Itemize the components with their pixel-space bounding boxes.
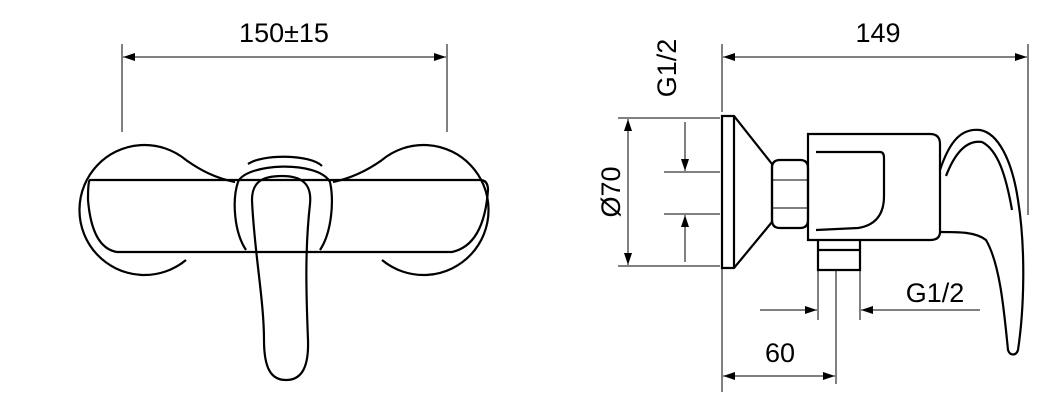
depth-dimension-label: 149 — [855, 18, 900, 48]
depth-dimension: 149 — [721, 18, 1029, 215]
outlet-nozzle — [816, 240, 862, 384]
escutcheon-left — [78, 143, 187, 277]
outlet-offset-label: 60 — [765, 338, 795, 368]
mixer-body — [86, 159, 490, 254]
flange-diameter-label: Ø70 — [596, 166, 626, 217]
hex-nut — [770, 158, 810, 230]
lever-handle — [250, 174, 312, 382]
side-view: G1/2 149 Ø70 — [596, 18, 1029, 392]
width-dimension-label: 150±15 — [239, 18, 329, 48]
wall-connection-label: G1/2 — [652, 39, 682, 98]
mixer-body-side — [806, 132, 942, 242]
outlet-thread-label: G1/2 — [906, 278, 965, 308]
cartridge-housing — [233, 155, 333, 251]
wall-thread-dimension — [664, 122, 720, 262]
flange-diameter-dimension: Ø70 — [596, 117, 720, 267]
lever-side — [938, 128, 1025, 356]
width-dimension: 150±15 — [121, 18, 448, 132]
front-view: 150±15 — [78, 18, 490, 382]
outlet-offset-dimension: 60 — [721, 268, 835, 392]
escutcheon-right — [381, 143, 490, 277]
wall-flange — [720, 114, 774, 270]
outlet-thread-dimension: G1/2 — [760, 278, 980, 314]
